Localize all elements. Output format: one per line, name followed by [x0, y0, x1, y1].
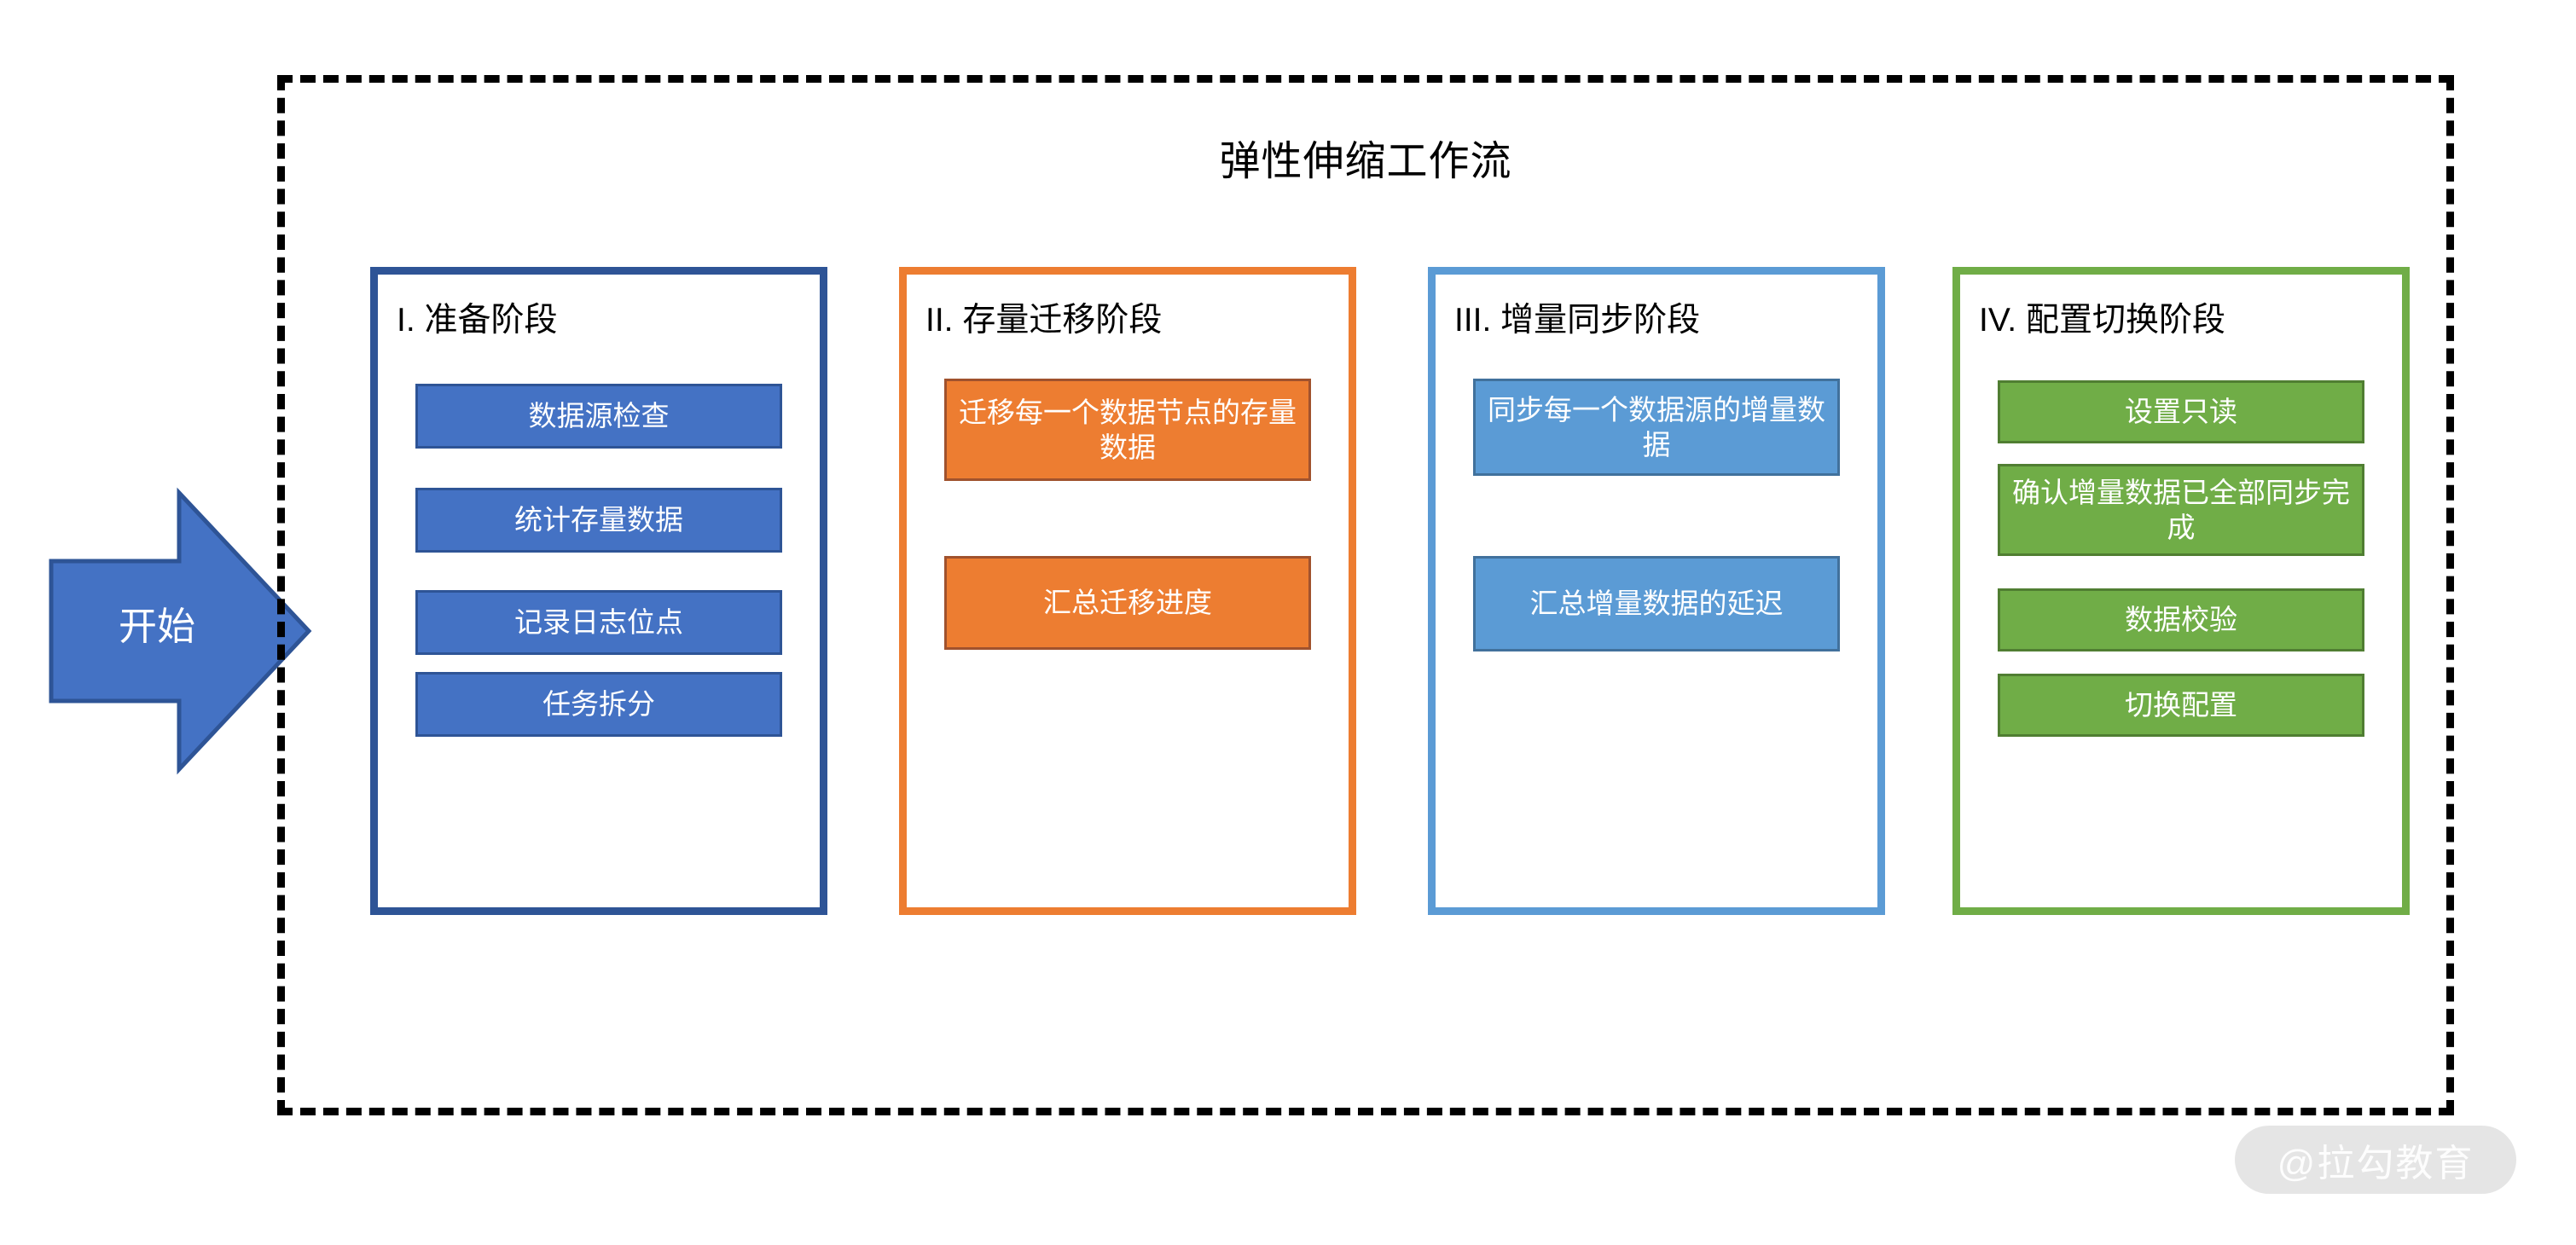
phase-title: I. 准备阶段 — [397, 302, 558, 339]
task-box[interactable]: 记录日志位点 — [415, 590, 782, 655]
task-box[interactable]: 同步每一个数据源的增量数据 — [1473, 379, 1840, 476]
task-box[interactable]: 汇总迁移进度 — [944, 556, 1311, 650]
task-box[interactable]: 统计存量数据 — [415, 488, 782, 553]
task-box[interactable]: 数据源检查 — [415, 384, 782, 449]
phase-column-config-switch[interactable]: IV. 配置切换阶段 设置只读 确认增量数据已全部同步完成 数据校验 切换配置 — [1952, 267, 2410, 915]
task-box[interactable]: 任务拆分 — [415, 672, 782, 737]
right-arrow-icon — [49, 487, 312, 775]
start-arrow-label: 开始 — [118, 605, 195, 648]
start-arrow[interactable]: 开始 — [43, 486, 316, 776]
phase-column-preparation[interactable]: I. 准备阶段 数据源检查 统计存量数据 记录日志位点 任务拆分 — [370, 267, 827, 915]
phase-title: II. 存量迁移阶段 — [925, 302, 1163, 339]
task-box[interactable]: 切换配置 — [1998, 674, 2364, 737]
task-box[interactable]: 迁移每一个数据节点的存量数据 — [944, 379, 1311, 481]
phase-title: IV. 配置切换阶段 — [1979, 302, 2225, 339]
task-box[interactable]: 汇总增量数据的延迟 — [1473, 556, 1840, 651]
task-box[interactable]: 数据校验 — [1998, 588, 2364, 651]
phase-column-incremental-sync[interactable]: III. 增量同步阶段 同步每一个数据源的增量数据 汇总增量数据的延迟 — [1428, 267, 1885, 915]
task-box[interactable]: 设置只读 — [1998, 380, 2364, 443]
phase-column-full-migration[interactable]: II. 存量迁移阶段 迁移每一个数据节点的存量数据 汇总迁移进度 — [899, 267, 1356, 915]
watermark: @拉勾教育 — [2235, 1126, 2516, 1194]
workflow-title: 弹性伸缩工作流 — [1219, 139, 1512, 184]
workflow-frame: 弹性伸缩工作流 I. 准备阶段 数据源检查 统计存量数据 记录日志位点 任务拆分… — [277, 75, 2454, 1115]
task-box[interactable]: 确认增量数据已全部同步完成 — [1998, 464, 2364, 556]
phase-title: III. 增量同步阶段 — [1454, 302, 1701, 339]
